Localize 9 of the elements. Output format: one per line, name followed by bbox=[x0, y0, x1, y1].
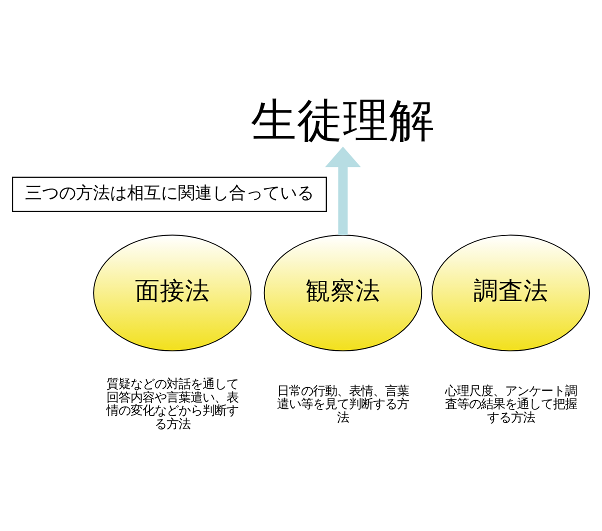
node-label: 心理尺度、アンケート調査等の結果を通して把握する方法 bbox=[444, 384, 577, 424]
node-box: 三つの方法は相互に関連し合っている bbox=[12, 176, 327, 212]
node-ellipse: 調査法 bbox=[432, 234, 590, 352]
node-text: 生徒理解 bbox=[250, 94, 435, 147]
node-label: 質疑などの対話を通して回答内容や言葉遣い、表情の変化などから判断する方法 bbox=[106, 377, 238, 431]
node-label: 日常の行動、表情、言葉遣い等を見て判断する方法 bbox=[276, 384, 409, 424]
node-ellipse: 観察法 bbox=[264, 234, 422, 352]
arrow bbox=[325, 146, 361, 235]
node-ellipse: 面接法 bbox=[93, 234, 252, 352]
